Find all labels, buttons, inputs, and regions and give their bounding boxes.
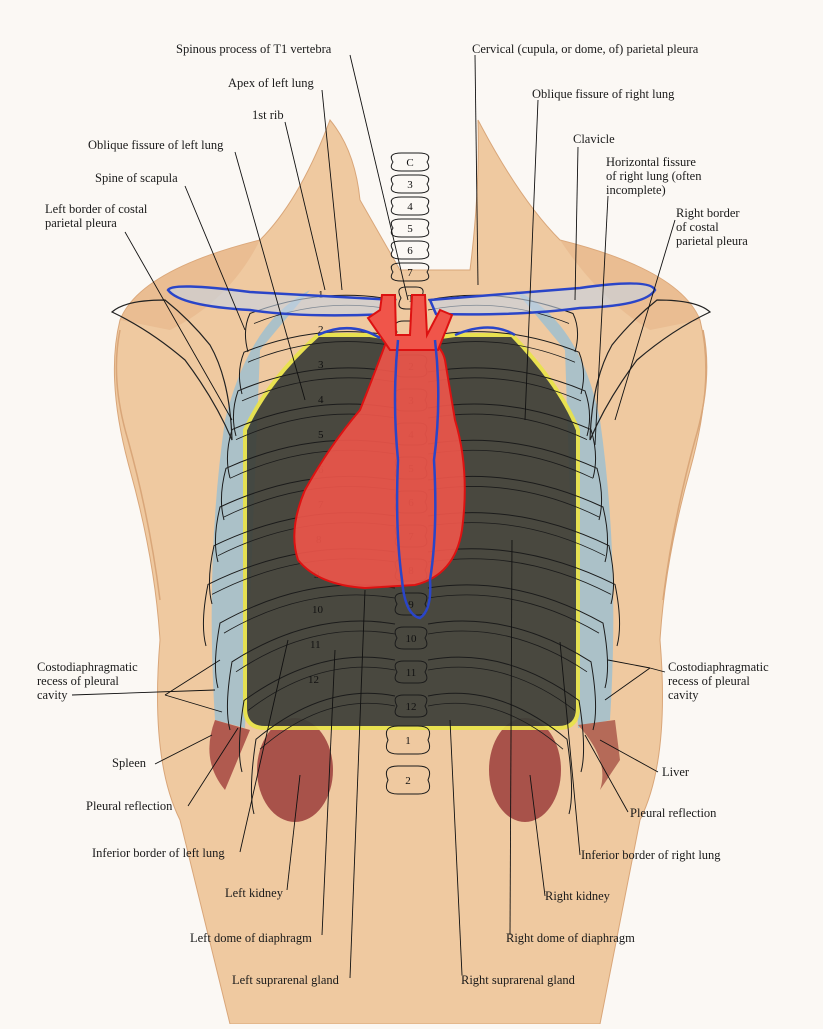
rib-left	[250, 692, 396, 815]
label-oblique-left: Oblique fissure of left lung	[88, 138, 224, 152]
label-right-suprarenal: Right suprarenal gland	[461, 973, 575, 987]
rib-left	[226, 620, 396, 731]
vertebra	[385, 765, 431, 795]
label-spleen: Spleen	[112, 756, 147, 770]
liver-shape	[578, 720, 620, 790]
vertebra-number: 5	[407, 223, 413, 235]
vertebra-number: 12	[406, 701, 417, 713]
vertebra-number: 6	[407, 245, 413, 257]
label-right-kidney: Right kidney	[545, 889, 610, 903]
label-inferior-left-lung: Inferior border of left lung	[92, 846, 225, 860]
rib-left-lower-edge	[223, 594, 396, 634]
rib-number: 11	[310, 639, 321, 651]
rib-right	[427, 475, 609, 563]
vertebra-number: 3	[407, 179, 413, 191]
rib-right-lower-edge	[427, 630, 588, 673]
rib-number: 12	[308, 674, 319, 686]
great-vessels	[366, 294, 454, 351]
left-clavicle	[166, 285, 397, 317]
label-oblique-right: Oblique fissure of right lung	[532, 87, 675, 101]
rib-left	[238, 331, 396, 395]
left-kidney-shape	[257, 718, 333, 822]
rib-right	[427, 692, 573, 815]
rib-number: 4	[318, 394, 324, 406]
right-clavicle	[428, 282, 657, 316]
vertebra	[385, 725, 431, 755]
vertebra	[390, 240, 430, 260]
vertebra	[390, 174, 430, 194]
vertebra-number: 10	[406, 633, 418, 645]
vertebra-number: 9	[408, 599, 414, 611]
right-pleura	[515, 290, 614, 728]
rib-left-lower-edge	[247, 666, 396, 711]
label-first-rib: 1st rib	[252, 108, 284, 122]
rib-left-lower-edge	[259, 702, 396, 750]
rib-right	[427, 656, 585, 773]
rib-left-lower-edge	[247, 341, 396, 363]
label-spinous-t1: Spinous process of T1 vertebra	[176, 42, 332, 56]
vertebra-number: 7	[407, 267, 413, 279]
right-arm-contour	[662, 329, 708, 601]
rib-number: 5	[318, 429, 324, 441]
rib-left	[232, 367, 396, 437]
vertebra-number: 4	[407, 201, 413, 213]
rib-left	[226, 403, 396, 479]
left-shoulder-shade	[120, 240, 260, 330]
vertebra-number: C	[406, 157, 413, 169]
vertebra	[394, 626, 428, 650]
vertebra-number: 2	[405, 775, 411, 787]
label-pleural-reflection-left: Pleural reflection	[86, 799, 173, 813]
rib-number: 10	[312, 604, 324, 616]
vertebra-number: 1	[405, 735, 411, 747]
label-apex-left-lung: Apex of left lung	[228, 76, 314, 90]
left-arm-contour	[115, 329, 161, 601]
vertebra	[394, 694, 428, 718]
rib-right	[427, 548, 621, 647]
label-cervical-pleura: Cervical (cupula, or dome, of) parietal …	[472, 42, 699, 56]
vertebra	[394, 592, 428, 616]
label-left-suprarenal: Left suprarenal gland	[232, 973, 339, 987]
rib-number: 2	[318, 324, 324, 336]
rib-right	[427, 584, 609, 689]
label-costo-recess-left: Costodiaphragmatic recess of pleural cav…	[37, 660, 138, 702]
vertebra	[390, 196, 430, 216]
label-liver: Liver	[662, 765, 690, 779]
right-kidney-shape	[489, 718, 561, 822]
left-pleura	[211, 290, 310, 728]
rib-number: 3	[318, 359, 324, 371]
vertebra	[394, 660, 428, 684]
label-costo-recess-right: Costodiaphragmatic recess of pleural cav…	[668, 660, 769, 702]
left-scapula	[110, 299, 233, 441]
rib-right-lower-edge	[427, 341, 576, 363]
rib-left-lower-edge	[235, 630, 396, 673]
pleura-upper-outline	[317, 326, 516, 340]
label-inferior-right-lung: Inferior border of right lung	[581, 848, 721, 862]
label-right-border-costal: Right border of costal parietal pleura	[676, 206, 748, 248]
label-right-dome: Right dome of diaphragm	[506, 931, 635, 945]
leader-lines	[71, 54, 676, 979]
esophagus-outline	[393, 339, 440, 620]
label-left-kidney: Left kidney	[225, 886, 283, 900]
label-clavicle: Clavicle	[573, 132, 615, 146]
label-left-border-costal: Left border of costal parietal pleura	[45, 202, 148, 230]
vertebra	[390, 218, 430, 238]
rib-right	[427, 403, 597, 479]
rib-left	[238, 656, 396, 773]
vertebra-number: 11	[406, 667, 417, 679]
rib-right	[427, 620, 597, 731]
rib-right-lower-edge	[427, 594, 600, 634]
label-left-dome: Left dome of diaphragm	[190, 931, 312, 945]
rib-right	[427, 439, 603, 521]
rib-right	[427, 367, 591, 437]
right-scapula	[589, 299, 712, 441]
label-horizontal-fissure: Horizontal fissure of right lung (often …	[606, 155, 702, 197]
vertebra	[390, 152, 430, 172]
label-pleural-reflection-right: Pleural reflection	[630, 806, 717, 820]
label-spine-scapula: Spine of scapula	[95, 171, 178, 185]
rib-right-lower-edge	[427, 666, 576, 711]
vertebra	[390, 262, 430, 282]
rib-right-lower-edge	[427, 702, 564, 750]
